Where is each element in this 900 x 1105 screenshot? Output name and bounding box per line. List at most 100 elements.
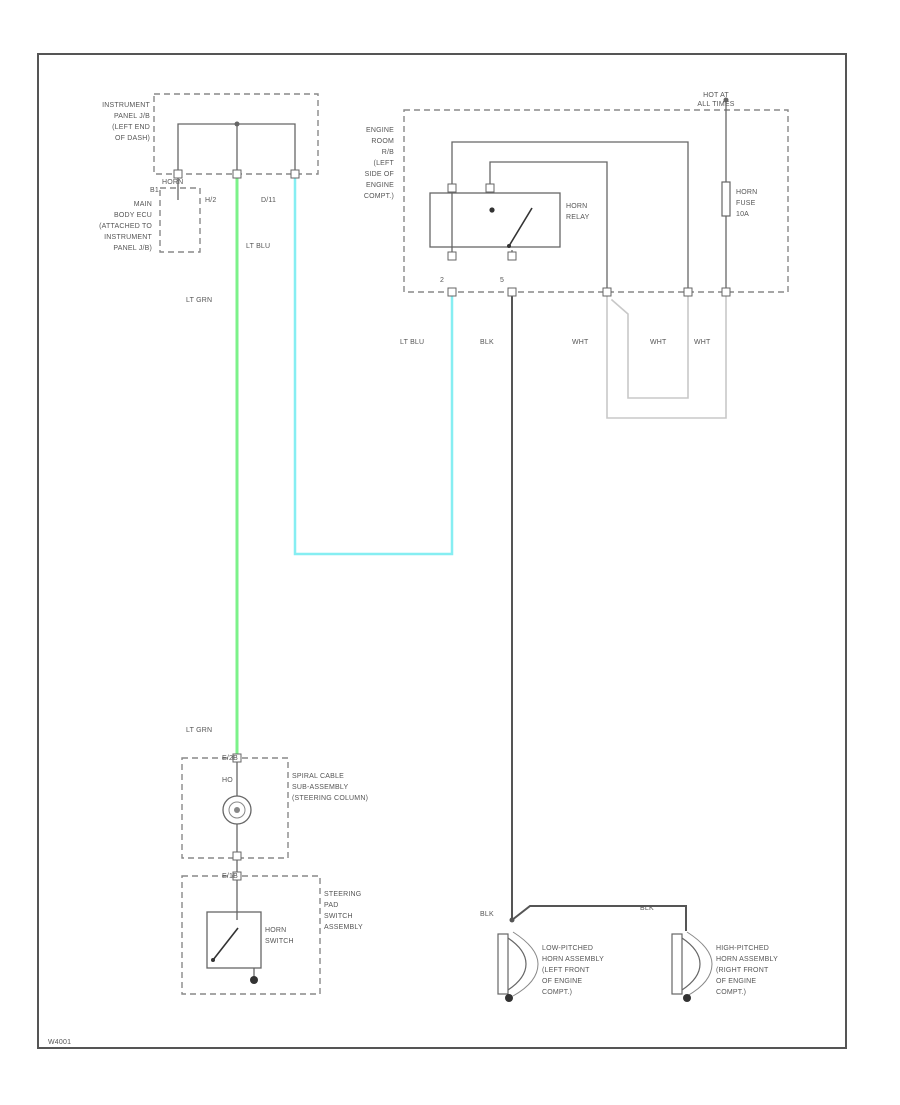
horn-switch-label-line: SWITCH xyxy=(265,938,294,945)
hot-at-all-times-label-line: ALL TIMES xyxy=(697,101,734,108)
engine-room-rb-label-line: (LEFT xyxy=(374,160,395,167)
jb-connector-pins xyxy=(173,169,300,179)
engine-room-rb-label-line: R/B xyxy=(382,149,394,156)
spiral-cable-coil-core xyxy=(234,807,240,813)
steering-pad-label-line: PAD xyxy=(324,902,338,909)
wire-label-wht-1: WHT xyxy=(572,339,589,346)
fuse-top-node xyxy=(723,97,729,103)
steering-pad-pin xyxy=(232,871,242,881)
engine-room-rb-label-line: SIDE OF xyxy=(365,171,394,178)
wire-label-lt-blu-top: LT BLU xyxy=(246,243,270,250)
relay-contact-arm xyxy=(508,207,533,247)
low-horn-label-line: OF ENGINE xyxy=(542,978,582,985)
steering-pad-label-line: STEERING xyxy=(324,891,361,898)
horn-switch-box xyxy=(206,911,262,969)
wire-label-lt-blu-relay: LT BLU xyxy=(400,339,424,346)
pin-d11-label: D/11 xyxy=(261,197,276,204)
horn-fuse-label: HORN FUSE 10A xyxy=(736,189,757,218)
relay-pin-5-label: 5 xyxy=(500,277,504,284)
rb-connector-pins xyxy=(447,287,731,297)
steering-pad-box xyxy=(181,875,321,995)
horn-switch-pivot xyxy=(211,958,215,962)
instrument-panel-jb-label-line: INSTRUMENT xyxy=(102,102,150,109)
horn-relay-label-line: HORN xyxy=(566,203,587,210)
low-pitched-horn-icon xyxy=(497,931,539,1002)
instrument-panel-jb-label-line: (LEFT END xyxy=(112,124,150,131)
spiral-pin-label: E/2B xyxy=(222,755,238,762)
high-horn-label-line: OF ENGINE xyxy=(716,978,756,985)
horn-relay-label-line: RELAY xyxy=(566,214,590,221)
wht-wire-1 xyxy=(606,293,727,419)
spiral-cable-label-line: (STEERING COLUMN) xyxy=(292,795,368,802)
main-body-ecu-label: MAIN BODY ECU (ATTACHED TO INSTRUMENT PANEL … xyxy=(99,201,152,252)
wire-label-blk-relay: BLK xyxy=(480,339,494,346)
main-body-ecu-box xyxy=(159,187,201,253)
horn-tag-label: HORN xyxy=(162,179,183,186)
main-body-ecu-label-line: INSTRUMENT xyxy=(104,234,152,241)
blk-junction xyxy=(509,917,515,923)
low-horn-label-line: LOW-PITCHED xyxy=(542,945,593,952)
high-pitched-horn-icon xyxy=(671,931,713,1002)
horn-fuse-label-line: 10A xyxy=(736,211,749,218)
diagram-frame xyxy=(37,53,847,1049)
instrument-panel-jb-label-line: PANEL J/B xyxy=(114,113,150,120)
horn-switch-ground-icon xyxy=(250,976,258,984)
horn-switch-label-line: HORN xyxy=(265,927,286,934)
engine-room-rb-box xyxy=(403,109,789,293)
hot-at-all-times-label-line: HOT AT xyxy=(703,92,729,99)
main-body-ecu-label-line: PANEL J/B) xyxy=(113,245,152,252)
blk-horn-wire xyxy=(510,905,687,931)
low-horn-label-line: COMPT.) xyxy=(542,989,572,996)
spiral-cable-label-line: SPIRAL CABLE xyxy=(292,773,344,780)
wire-label-wht-3: WHT xyxy=(694,339,711,346)
steering-pad-pin-label: E/1B xyxy=(222,873,238,880)
engine-room-rb-label-line: COMPT.) xyxy=(364,193,394,200)
spiral-cable-label: SPIRAL CABLE SUB-ASSEMBLY (STEERING COLUMN… xyxy=(292,773,368,802)
high-horn-label-line: HIGH-PITCHED xyxy=(716,945,769,952)
lt-blu-wire xyxy=(293,176,454,556)
horn-switch-arm xyxy=(212,927,239,961)
figure-id-label: W4001 xyxy=(48,1039,71,1046)
horn-fuse-symbol xyxy=(721,181,731,217)
steering-pad-label: STEERING PAD SWITCH ASSEMBLY xyxy=(324,891,363,931)
main-body-ecu-label-line: MAIN xyxy=(134,201,152,208)
horn-relay-label: HORN RELAY xyxy=(566,203,590,221)
spiral-cable-label-line: SUB-ASSEMBLY xyxy=(292,784,348,791)
wire-label-lt-grn-top: LT GRN xyxy=(186,297,212,304)
steering-pad-label-line: ASSEMBLY xyxy=(324,924,363,931)
high-horn-label-line: COMPT.) xyxy=(716,989,746,996)
instrument-panel-jb-label: INSTRUMENT PANEL J/B (LEFT END OF DASH) xyxy=(102,102,150,142)
horn-switch-label: HORN SWITCH xyxy=(265,927,294,945)
horn-fuse-label-line: HORN xyxy=(736,189,757,196)
steering-pad-label-line: SWITCH xyxy=(324,913,353,920)
spiral-connector-pins xyxy=(232,753,242,861)
wire-label-wht-2: WHT xyxy=(650,339,667,346)
engine-room-rb-label-line: ENGINE xyxy=(366,182,394,189)
spiral-hs-label: HO xyxy=(222,777,233,784)
relay-contact-feed xyxy=(489,161,608,294)
hot-at-all-times-label: HOT AT ALL TIMES xyxy=(697,92,734,108)
spiral-cable-coil-inner xyxy=(228,801,246,819)
relay-pivot xyxy=(507,244,511,248)
pin-b1-label: B1 xyxy=(150,187,159,194)
instrument-panel-jb-label-line: OF DASH) xyxy=(115,135,150,142)
pin-h2-label: H/2 xyxy=(205,197,217,204)
low-horn-label-line: (LEFT FRONT xyxy=(542,967,590,974)
wht-wire-2 xyxy=(610,293,689,399)
high-horn-label-line: HORN ASSEMBLY xyxy=(716,956,778,963)
high-horn-label: HIGH-PITCHED HORN ASSEMBLY (RIGHT FRONT OF … xyxy=(716,945,778,996)
high-horn-label-line: (RIGHT FRONT xyxy=(716,967,769,974)
low-horn-label-line: HORN ASSEMBLY xyxy=(542,956,604,963)
wire-label-blk-horn-left: BLK xyxy=(480,911,494,918)
main-body-ecu-label-line: BODY ECU xyxy=(114,212,152,219)
relay-contact-point xyxy=(489,207,495,213)
horn-fuse-label-line: FUSE xyxy=(736,200,756,207)
relay-upper-feed xyxy=(451,141,689,294)
wire-label-lt-grn-bottom: LT GRN xyxy=(186,727,212,734)
engine-room-rb-label-line: ROOM xyxy=(371,138,394,145)
relay-pin-2-label: 2 xyxy=(440,277,444,284)
main-body-ecu-label-line: (ATTACHED TO xyxy=(99,223,152,230)
